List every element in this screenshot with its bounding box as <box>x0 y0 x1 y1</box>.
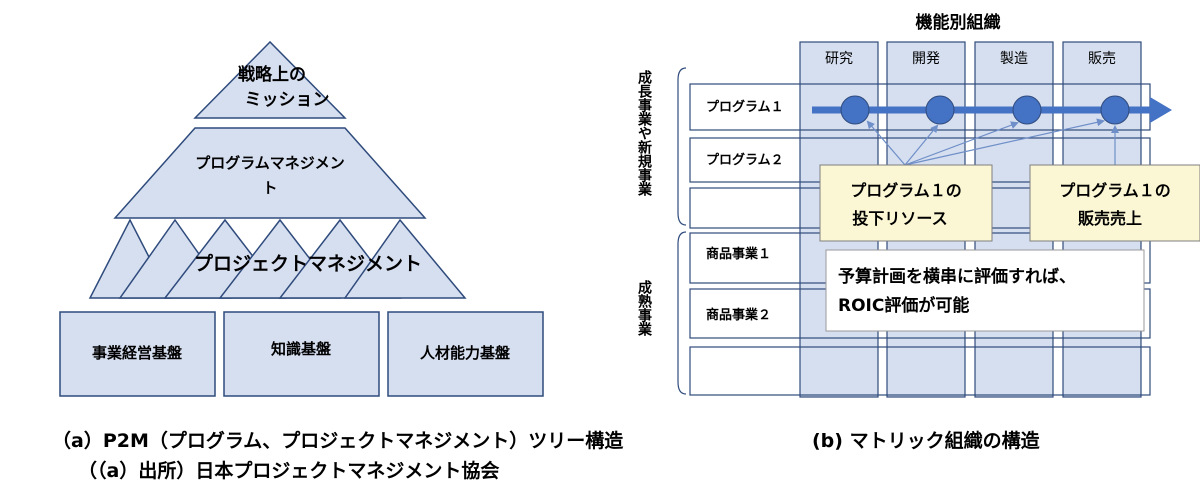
strategy-mission-label-2: ミッション <box>245 90 330 110</box>
strategy-mission-triangle <box>193 40 347 119</box>
caption-a-line-2: （（a）出所）日本プロジェクトマネジメント協会 <box>78 460 500 482</box>
row-label-product-1: 商品事業１ <box>706 246 771 262</box>
program-management-label-1: プログラムマネジメン <box>195 154 345 172</box>
program-1-node-manufacturing <box>1012 95 1042 125</box>
function-label-research: 研究 <box>825 51 853 67</box>
row-band-empty-2 <box>689 346 1151 396</box>
foundation-label-business: 事業経営基盤 <box>92 344 183 362</box>
project-triangles <box>88 218 467 299</box>
callout-resources-line-1: プログラム１の <box>850 181 962 200</box>
callout-roic-box <box>825 249 1145 332</box>
function-label-development: 開発 <box>912 51 940 67</box>
program-1-node-research <box>840 95 870 125</box>
group-label-growth: 成長事業や新規事業 <box>636 69 653 197</box>
callout-roic-line-2: ROIC評価が可能 <box>838 295 969 316</box>
foundation-box-business <box>59 311 216 397</box>
project-management-label: プロジェクトマネジメント <box>194 252 422 275</box>
caption-a-line-1: （a）P2M（プログラム、プロジェクトマネジメント）ツリー構造 <box>52 430 624 452</box>
program-management-trapezoid <box>113 127 427 219</box>
row-label-product-2: 商品事業２ <box>706 307 771 323</box>
function-label-manufacturing: 製造 <box>1000 51 1028 67</box>
foundation-label-talent: 人材能力基盤 <box>420 344 511 362</box>
pointer-resources-manufacturing <box>904 121 1019 166</box>
row-label-program-1: プログラム１ <box>706 99 784 115</box>
functional-org-title: 機能別組織 <box>916 12 1001 33</box>
callout-sales-line-2: 販売売上 <box>1078 209 1142 228</box>
pointer-resources-development <box>904 124 939 166</box>
row-label-program-2: プログラム２ <box>706 152 784 168</box>
program-management-label-2: ト <box>262 179 277 197</box>
project-triangle-6 <box>343 218 467 299</box>
function-label-sales: 販売 <box>1088 51 1116 67</box>
callout-sales-box <box>1029 164 1200 242</box>
caption-b: (b) マトリック組織の構造 <box>812 430 1040 452</box>
foundation-box-knowledge <box>223 311 380 397</box>
callout-resources-line-2: 投下リソース <box>852 209 947 228</box>
callout-sales-line-1: プログラム１の <box>1059 181 1171 200</box>
p2m-tree: 戦略上の ミッション プログラムマネジメン ト プロジェクトマネジメント 事業経… <box>59 40 544 397</box>
program-1-arrow-head <box>1150 97 1172 123</box>
program-1-node-sales <box>1100 95 1130 125</box>
bracket-growth <box>677 67 687 226</box>
group-label-mature: 成熟事業 <box>636 279 653 337</box>
foundation-label-knowledge: 知識基盤 <box>271 340 332 358</box>
callout-resources-box <box>819 164 993 242</box>
diagram-canvas: 戦略上の ミッション プログラムマネジメン ト プロジェクトマネジメント 事業経… <box>59 12 1200 398</box>
pointer-resources-research <box>866 120 906 166</box>
strategy-mission-label-1: 戦略上の <box>238 64 306 85</box>
callout-roic-line-1: 予算計画を横串に評価すれば、 <box>838 266 1076 287</box>
pointer-resources-sales <box>904 118 1105 166</box>
matrix-organization: 機能別組織 研究 開発 製造 販売 プログラム１ プログラム２ 商品事業１ 商品… <box>636 12 1200 398</box>
foundation-box-talent <box>387 311 544 397</box>
program-1-node-development <box>925 95 955 125</box>
bracket-mature <box>677 231 687 395</box>
